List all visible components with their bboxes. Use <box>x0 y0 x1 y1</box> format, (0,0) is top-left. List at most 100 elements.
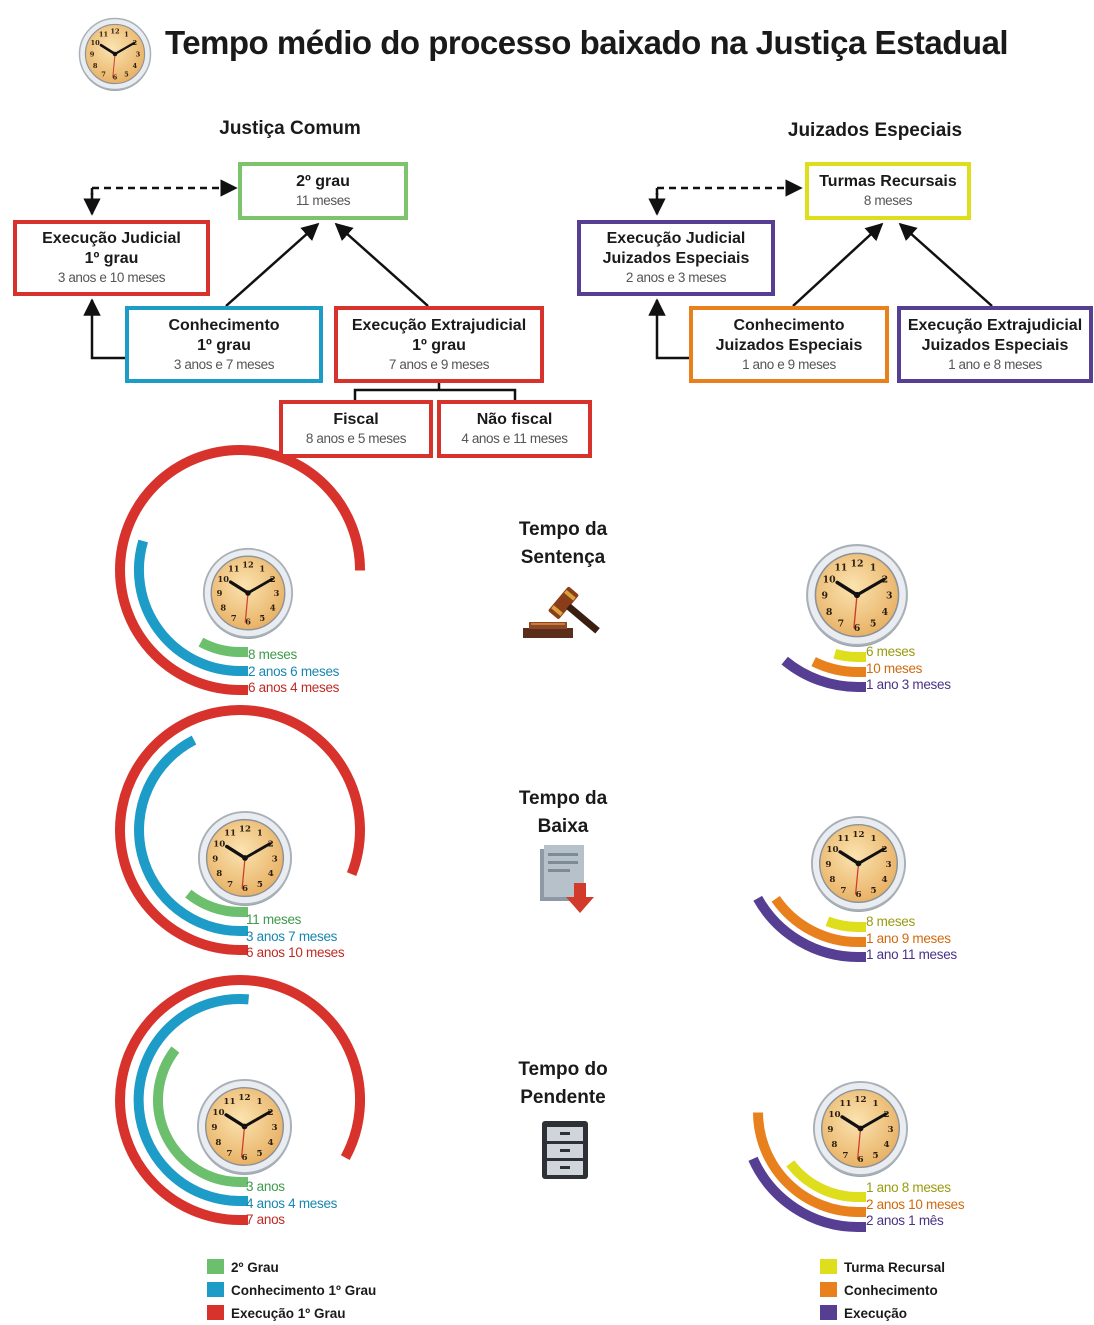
svg-text:4: 4 <box>268 1138 274 1148</box>
box-fiscal: Fiscal 8 anos e 5 meses <box>279 400 433 458</box>
legend-item: 2º Grau <box>207 1256 376 1279</box>
svg-text:6: 6 <box>245 617 251 627</box>
box-subtitle: 1º grau <box>197 336 251 354</box>
box-value: 3 anos e 7 meses <box>173 356 275 372</box>
svg-text:9: 9 <box>217 588 223 598</box>
swatch-purple <box>820 1305 837 1320</box>
svg-text:10: 10 <box>218 574 230 584</box>
value-execucao: 1 ano 3 meses <box>866 677 951 692</box>
page-title: Tempo médio do processo baixado na Justi… <box>165 24 1009 61</box>
svg-text:3: 3 <box>272 1123 278 1133</box>
label-line: Sentença <box>520 547 606 568</box>
svg-text:12: 12 <box>238 1093 250 1103</box>
svg-text:8: 8 <box>216 869 222 879</box>
svg-text:4: 4 <box>270 602 276 612</box>
box-title: Fiscal <box>333 411 379 428</box>
box-title: Execução Extrajudicial <box>351 316 527 334</box>
tempo-sentenca-label: Tempo da Sentença <box>480 516 646 572</box>
box-title: Execução Judicial <box>606 230 746 247</box>
arc-turma <box>833 648 859 663</box>
arc-2grau <box>185 889 241 917</box>
sentenca-juizados-values: 6 meses 10 meses 1 ano 3 meses <box>866 644 951 694</box>
legend-label: Execução 1º Grau <box>231 1306 346 1321</box>
svg-text:12: 12 <box>110 28 120 36</box>
value-turma: 1 ano 8 meses <box>866 1180 951 1195</box>
box-subtitle: 1º grau <box>412 336 466 354</box>
clock-face: 123456789101112 <box>202 547 294 639</box>
arc-conhecimento <box>134 539 241 676</box>
clock-face: 123456789101112 <box>806 544 908 647</box>
svg-text:12: 12 <box>854 1095 866 1105</box>
svg-text:6: 6 <box>242 884 248 894</box>
legend-label: Turma Recursal <box>844 1260 946 1275</box>
box-value: 11 meses <box>295 193 351 208</box>
svg-text:11: 11 <box>837 834 849 844</box>
box-value: 8 anos e 5 meses <box>305 431 407 446</box>
svg-text:5: 5 <box>259 613 265 623</box>
svg-text:6: 6 <box>113 74 118 82</box>
svg-text:9: 9 <box>825 860 831 870</box>
arc-turma <box>786 1160 859 1202</box>
value-turma: 8 meses <box>866 914 915 929</box>
svg-text:3: 3 <box>136 51 141 59</box>
clock-face: 123456789101112 <box>812 1080 909 1177</box>
svg-text:10: 10 <box>91 39 101 47</box>
file-cabinet-icon <box>542 1121 588 1179</box>
value-execucao: 2 anos 1 mês <box>866 1213 944 1228</box>
svg-text:8: 8 <box>829 875 835 885</box>
svg-text:1: 1 <box>872 1099 878 1109</box>
svg-text:11: 11 <box>839 1099 851 1109</box>
tempo-pendente-label: Tempo do Pendente <box>480 1056 646 1112</box>
box-exec-judicial: Execução Judicial 1º grau 3 anos e 10 me… <box>13 220 210 296</box>
swatch-yellow <box>820 1259 837 1274</box>
box-subtitle: Juizados Especiais <box>602 250 750 267</box>
value-conhecimento: 4 anos 4 meses <box>246 1195 338 1211</box>
svg-text:12: 12 <box>850 558 863 569</box>
swatch-orange <box>820 1282 837 1297</box>
box-value: 7 anos e 9 meses <box>388 356 490 372</box>
svg-text:4: 4 <box>882 607 889 618</box>
box-juizados-conhecimento: Conhecimento Juizados Especiais 1 ano e … <box>689 306 889 383</box>
svg-text:3: 3 <box>886 860 892 870</box>
arrow-j-conhecimento-execjud <box>648 298 689 360</box>
fiscal-bracket <box>353 388 517 400</box>
value-2grau: 8 meses <box>248 647 297 662</box>
value-execucao: 6 anos 4 meses <box>248 680 340 695</box>
legend-item: Turma Recursal <box>820 1256 945 1279</box>
arc-execucao <box>115 705 365 955</box>
svg-text:1: 1 <box>124 31 129 39</box>
tempo-baixa-label: Tempo da Baixa <box>480 785 646 841</box>
svg-text:5: 5 <box>870 886 876 896</box>
juizados-title: Juizados Especiais <box>787 120 963 141</box>
value-conhecimento: 10 meses <box>866 660 923 676</box>
value-conhecimento: 2 anos 10 meses <box>866 1196 965 1212</box>
label-line: Baixa <box>537 816 589 837</box>
swatch-red <box>207 1305 224 1320</box>
value-conhecimento: 2 anos 6 meses <box>248 663 340 679</box>
baixa-comum-values: 11 meses 3 anos 7 meses 6 anos 10 meses <box>246 912 345 962</box>
arc-conhecimento <box>134 735 241 936</box>
box-nao-fiscal: Não fiscal 4 anos e 11 meses <box>437 400 592 458</box>
svg-text:8: 8 <box>220 602 226 612</box>
svg-text:10: 10 <box>212 1108 224 1118</box>
svg-text:3: 3 <box>274 588 280 598</box>
value-conhecimento: 3 anos 7 meses <box>246 928 338 944</box>
value-2grau: 11 meses <box>246 912 302 927</box>
arrow-j-extra-turmas <box>898 222 993 307</box>
svg-text:11: 11 <box>228 564 240 574</box>
svg-text:12: 12 <box>242 560 254 570</box>
arrow-conhecimento-2grau <box>225 222 320 307</box>
arc-2grau <box>198 637 241 658</box>
box-title: Turmas Recursais <box>819 173 957 190</box>
arc-execucao <box>753 895 859 962</box>
value-execucao: 6 anos 10 meses <box>246 945 345 960</box>
legend-comum: 2º Grau Conhecimento 1º Grau Execução 1º… <box>207 1256 376 1325</box>
svg-text:9: 9 <box>90 51 95 59</box>
legend-juizados: Turma Recursal Conhecimento Execução <box>820 1256 945 1325</box>
svg-text:10: 10 <box>828 1110 840 1120</box>
svg-text:3: 3 <box>886 591 893 602</box>
svg-text:9: 9 <box>822 591 829 602</box>
swatch-green <box>207 1259 224 1274</box>
box-subtitle: Juizados Especiais <box>921 336 1069 354</box>
